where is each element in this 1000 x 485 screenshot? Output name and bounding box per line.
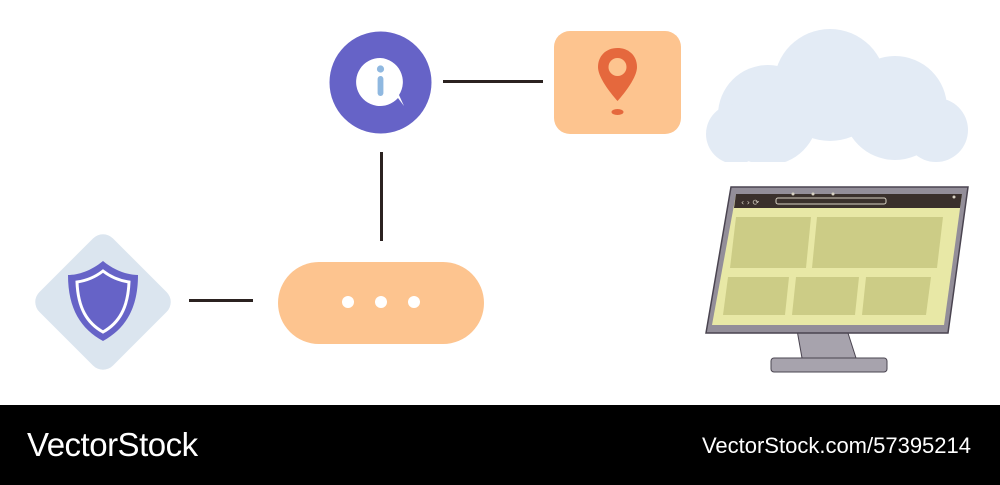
shield-icon xyxy=(35,234,171,370)
vectorstock-logo: VectorStock xyxy=(27,426,198,463)
watermark-footer: VectorStock VectorStock.com/57395214 xyxy=(0,405,1000,485)
location-pin-icon xyxy=(554,31,681,134)
svg-text:‹ › ⟳: ‹ › ⟳ xyxy=(741,198,759,207)
connector-line xyxy=(380,152,383,241)
connector-line xyxy=(189,299,253,302)
info-icon xyxy=(329,31,432,134)
monitor-icon: ‹ › ⟳ xyxy=(705,186,969,373)
cloud-icon xyxy=(700,29,972,164)
connector-line xyxy=(443,80,543,83)
image-reference: VectorStock.com/57395214 xyxy=(701,433,971,458)
network-illustration: ‹ › ⟳ xyxy=(35,29,972,373)
chat-bubble-icon xyxy=(278,262,484,344)
